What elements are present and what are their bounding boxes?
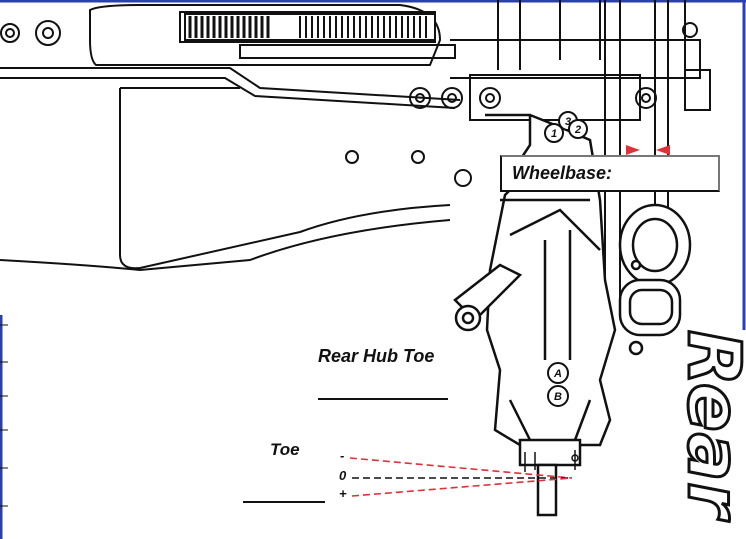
toe-minus-mark: - — [340, 448, 345, 463]
wheelbase-field: Wheelbase: — [500, 155, 720, 192]
rear-section-label: Rear — [671, 330, 746, 520]
toe-minus-line — [349, 457, 573, 479]
spur-gear-icon — [184, 13, 436, 41]
rear-hub-toe-label: Rear Hub Toe — [318, 346, 435, 366]
chassis-holes — [0, 20, 698, 187]
page-section-tab: Rear — [662, 330, 746, 539]
hub-marker-1: 1 — [551, 128, 557, 140]
toe-label: Toe — [270, 440, 300, 459]
toe-plus-line — [351, 477, 573, 497]
toe-plus-mark: + — [339, 486, 347, 501]
hub-marker-a: A — [553, 368, 562, 380]
hub-marker-3: 3 — [565, 116, 571, 128]
wheelbase-label: Wheelbase: — [512, 163, 613, 183]
toe-zero-mark: 0 — [339, 468, 347, 483]
page-left-bracket — [0, 324, 8, 507]
toe-hub-detail — [524, 450, 579, 472]
toe-fill-line — [243, 501, 325, 503]
toe-guide-lines — [349, 457, 573, 497]
rear-hub-carrier — [453, 113, 617, 517]
chassis-plate — [0, 4, 461, 272]
hub-marker-2: 2 — [574, 124, 581, 136]
hub-marker-b: B — [554, 391, 562, 403]
rear-hub-toe-fill-line — [318, 398, 448, 400]
rear-shock-tower — [450, 0, 711, 300]
wheelbase-markers — [626, 145, 670, 155]
hub-position-markers — [544, 111, 588, 407]
wheel-hub-icon — [618, 203, 692, 356]
